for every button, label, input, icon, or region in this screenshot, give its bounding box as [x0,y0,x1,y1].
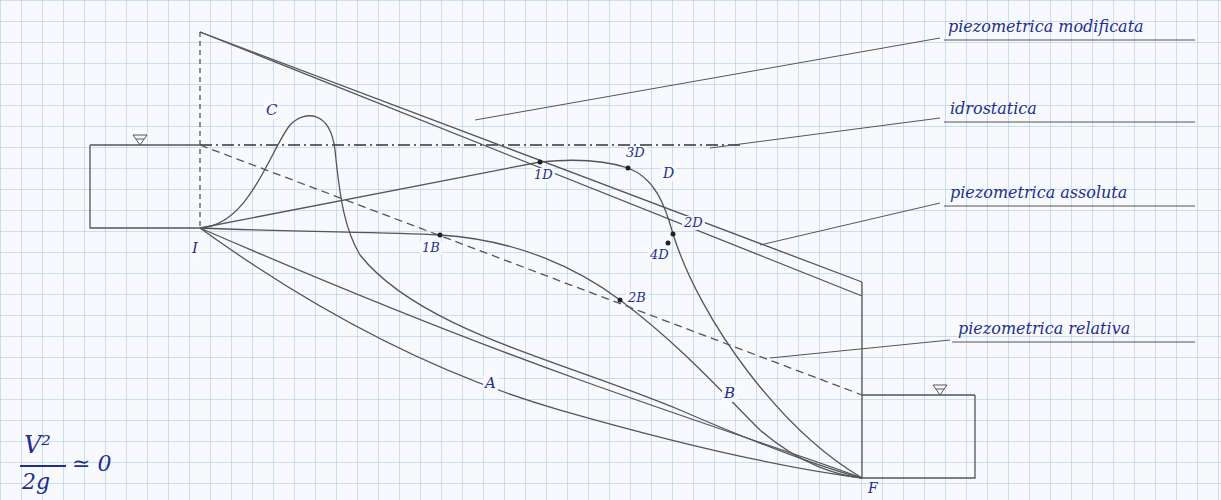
callout-number: 1D [532,168,555,182]
water-symbol [133,135,147,145]
hydrostatic-line [200,144,740,146]
point-marker [626,166,631,171]
formula-part: 2g [22,470,50,494]
upstream-reservoir [90,145,200,228]
water-symbol [933,385,947,395]
downstream-reservoir [862,282,975,478]
leader-line [760,203,940,245]
downstream-water-level [862,394,975,395]
callout-number: 3D [624,146,647,160]
inlet-vertical [199,32,200,228]
point-marker [438,233,443,238]
pipe-profile-c [200,116,862,478]
line-name: piezometrica modificata [948,18,1144,36]
label-underline [944,40,1195,342]
point-marker [671,232,676,237]
pipe-profile-d [200,160,862,478]
leader-line [475,38,940,120]
pipe-profile-b [200,228,862,478]
formula-part: ≃ 0 [72,452,111,476]
leader-line [770,340,950,358]
callout-number: 1B [420,241,442,255]
point-marker [618,298,623,303]
upstream-water-level [90,144,200,145]
leader-line [710,118,940,148]
curve-letter: C [264,102,279,119]
line-name: piezometrica relativa [958,320,1130,338]
pipe-profile-a [200,228,862,478]
line-name: piezometrica assoluta [950,184,1127,202]
callout-number: 2B [626,291,648,305]
curve-letter: D [661,166,676,181]
fraction-bar [20,465,66,467]
callout-number: 4D [648,248,671,262]
callout-number: 2D [682,216,705,230]
point-marker [538,160,543,165]
pipe-profile-a2 [200,228,862,478]
point-letter: I [190,240,200,257]
curve-letter: A [483,375,498,392]
formula-part: V² [24,432,51,458]
point-letter: F [868,481,878,496]
curve-letter: B [722,385,737,402]
point-marker [666,241,671,246]
line-name: idrostatica [950,100,1037,118]
